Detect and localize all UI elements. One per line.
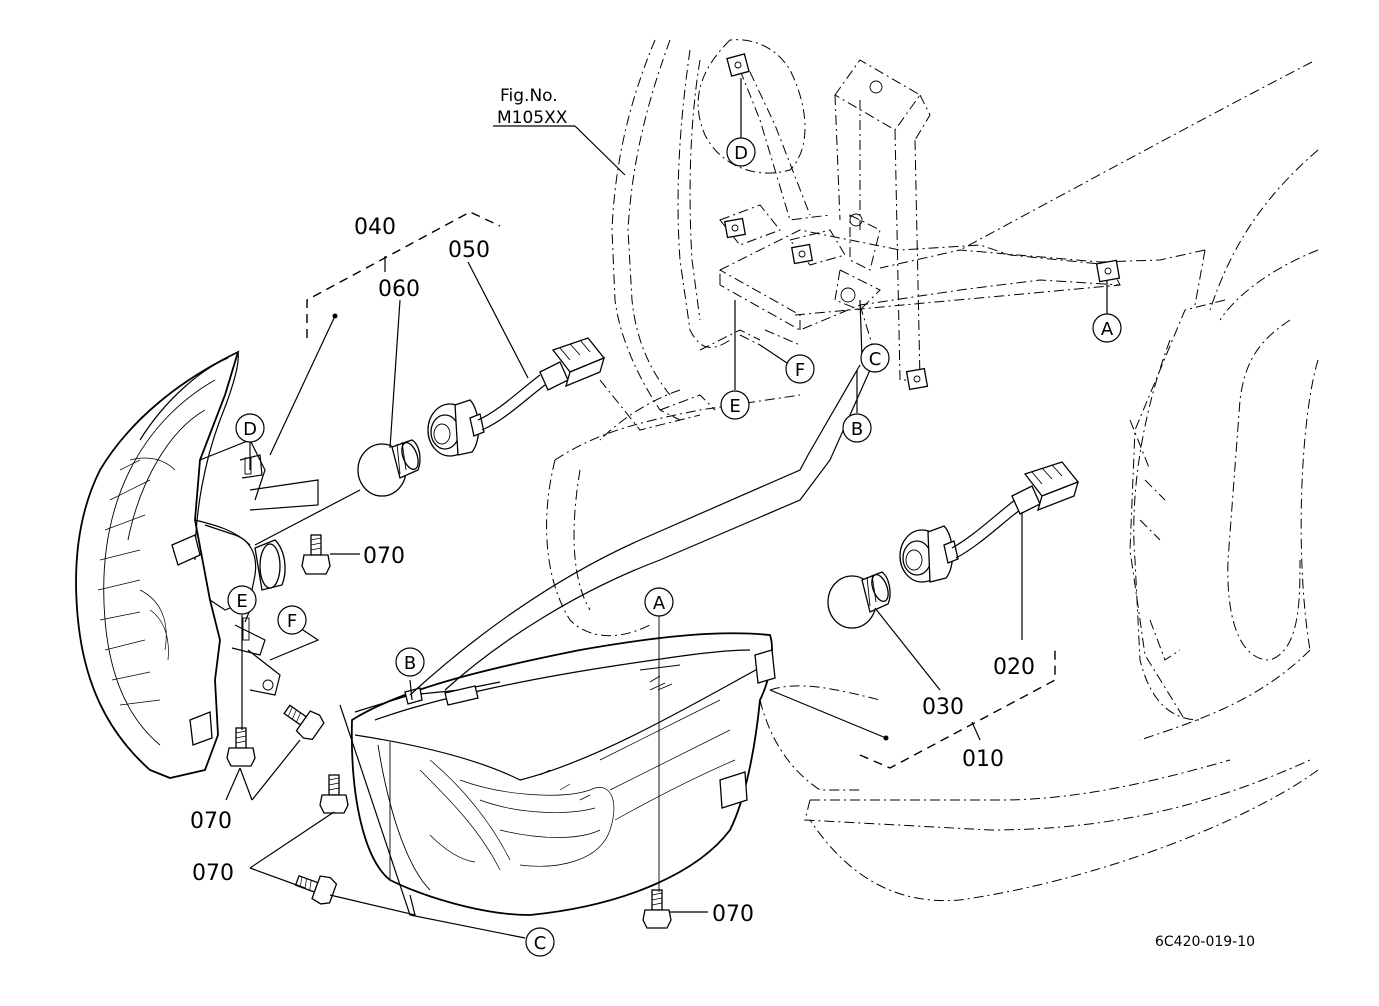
callout-c-top: C	[860, 343, 890, 373]
part-number-070-middle: 070	[192, 861, 234, 886]
part-number-020: 020	[993, 655, 1035, 680]
svg-text:E: E	[729, 396, 740, 417]
svg-text:F: F	[795, 360, 805, 381]
fig-no-value: M105XX	[497, 108, 568, 128]
headlamp-mount-bracket	[599, 39, 1121, 431]
bolt-070-left-vertical	[226, 727, 256, 767]
svg-text:B: B	[404, 653, 416, 674]
svg-text:E: E	[236, 591, 247, 612]
callout-d-top: D	[726, 137, 756, 167]
bolt-070-bottom-center	[642, 889, 672, 929]
bracket-nuts	[723, 53, 1121, 391]
svg-text:D: D	[734, 143, 748, 164]
left-socket-harness-050	[427, 337, 606, 457]
callout-a-bottom: A	[644, 587, 674, 617]
leader-lines	[225, 78, 1108, 939]
part-number-010: 010	[962, 747, 1004, 772]
svg-text:C: C	[869, 349, 882, 370]
svg-text:D: D	[243, 419, 257, 440]
left-headlamp-assembly	[75, 350, 286, 779]
left-bulb-060	[357, 439, 421, 497]
right-socket-harness-020	[899, 461, 1080, 583]
callout-a-top: A	[1092, 313, 1122, 343]
callout-b-left: B	[395, 647, 425, 677]
part-number-060: 060	[378, 277, 420, 302]
svg-text:A: A	[1101, 319, 1114, 340]
callout-c-bottom: C	[525, 927, 555, 957]
callout-f-left: F	[277, 605, 307, 635]
bolt-070-left-angled	[283, 704, 325, 741]
drawing-code: 6C420-019-10	[1155, 934, 1255, 950]
bolt-070-right-lamp-side	[294, 874, 338, 905]
part-number-030: 030	[922, 695, 964, 720]
kit-bracket-040	[306, 211, 501, 338]
part-number-070-bottom: 070	[712, 902, 754, 927]
part-number-070-upper: 070	[363, 544, 405, 569]
kit-bracket-010	[859, 648, 1056, 769]
svg-text:B: B	[851, 419, 863, 440]
svg-text:C: C	[534, 933, 547, 954]
callout-b-top: B	[842, 413, 872, 443]
callout-d-left: D	[235, 413, 265, 443]
fender-body-outline	[546, 61, 1319, 902]
fig-no-label: Fig.No.	[500, 86, 558, 106]
svg-text:A: A	[653, 593, 666, 614]
callout-e-top: E	[720, 390, 750, 420]
svg-text:F: F	[287, 611, 297, 632]
callout-f-top: F	[785, 354, 815, 384]
part-number-040: 040	[354, 215, 396, 240]
part-number-070-left: 070	[190, 809, 232, 834]
part-number-050: 050	[448, 238, 490, 263]
bolt-070-upper-left	[301, 534, 331, 575]
right-bulb-030	[827, 571, 891, 629]
right-headlamp-assembly	[350, 632, 776, 916]
routing-lines-b-c	[409, 364, 871, 696]
bolt-070-right-lamp-top	[319, 774, 349, 814]
callout-e-left: E	[227, 585, 257, 615]
